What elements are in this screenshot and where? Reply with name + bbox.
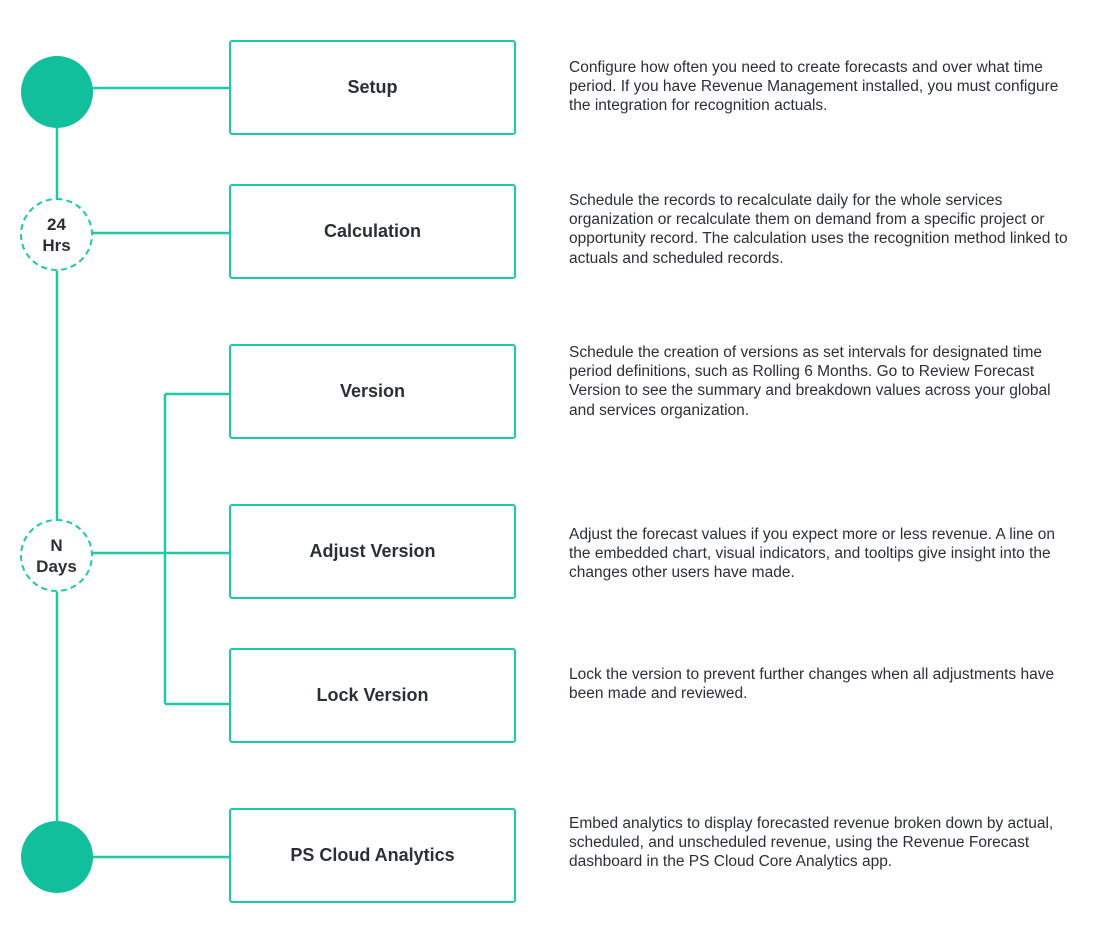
step-setup: Setup bbox=[229, 40, 516, 135]
step-calculation: Calculation bbox=[229, 184, 516, 279]
step-description-version: Schedule the creation of versions as set… bbox=[569, 344, 1051, 419]
interval-unit: Days bbox=[36, 556, 77, 576]
step-description-calculation: Schedule the records to recalculate dail… bbox=[569, 192, 1068, 267]
step-adjust-version: Adjust Version bbox=[229, 504, 516, 599]
interval-value: 24 bbox=[47, 214, 66, 234]
step-label: Lock Version bbox=[316, 685, 429, 705]
step-label: PS Cloud Analytics bbox=[290, 845, 455, 865]
interval-unit: Hrs bbox=[42, 235, 71, 255]
step-lock-version: Lock Version bbox=[229, 648, 516, 743]
step-description-adjust-version: Adjust the forecast values if you expect… bbox=[569, 526, 1055, 582]
step-description-setup: Configure how often you need to create f… bbox=[569, 59, 1059, 115]
step-label: Version bbox=[339, 381, 406, 401]
end-milestone-circle bbox=[21, 821, 93, 893]
step-description-lock-version: Lock the version to prevent further chan… bbox=[569, 666, 1055, 703]
interval-value: N bbox=[50, 535, 63, 555]
step-label: Setup bbox=[347, 77, 398, 97]
start-milestone-circle bbox=[21, 56, 93, 128]
step-version: Version bbox=[229, 344, 516, 439]
interval-circle-n-days: N Days bbox=[20, 519, 93, 592]
step-label: Adjust Version bbox=[309, 541, 436, 561]
step-label: Calculation bbox=[323, 221, 421, 241]
interval-circle-24-hrs: 24 Hrs bbox=[20, 198, 93, 271]
step-ps-cloud-analytics: PS Cloud Analytics bbox=[229, 808, 516, 903]
step-description-ps-cloud-analytics: Embed analytics to display forecasted re… bbox=[569, 815, 1054, 871]
